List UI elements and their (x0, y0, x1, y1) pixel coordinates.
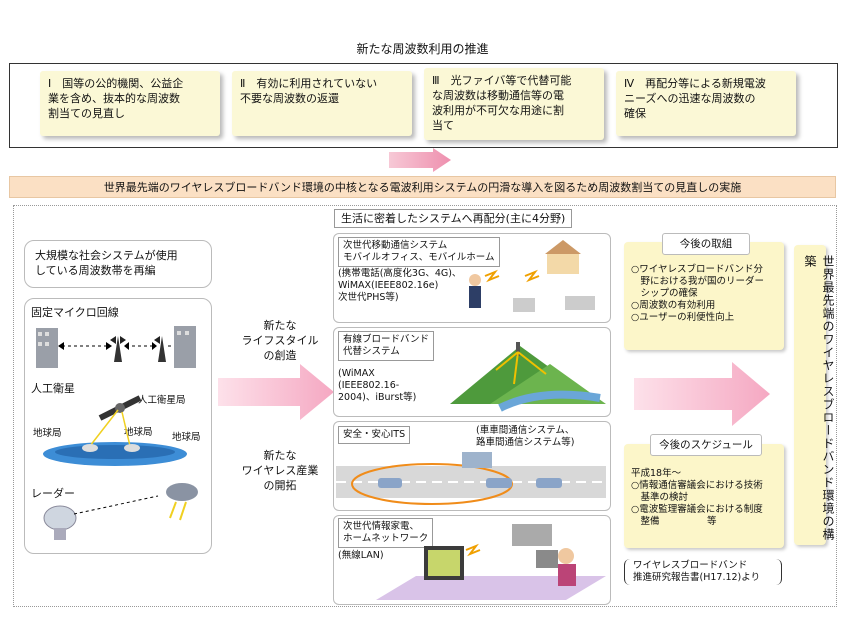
system-label: 次世代情報家電、 ホームネットワーク (338, 518, 434, 548)
policy-line: 不要な周波数の返還 (240, 92, 339, 105)
system-detail-line: 路車間通信システム等) (476, 437, 575, 448)
schedule-items: 平成18年～ ○情報通信審議会における技術 基準の検討 ○電波監理審議会における… (631, 468, 763, 528)
lifestyle-line: ライフスタイル (241, 334, 319, 347)
mobile-office-illustration-icon (469, 240, 595, 312)
industry-line: ワイヤレス産業 (241, 464, 319, 477)
system-detail-line: 次世代PHS等) (338, 292, 399, 303)
schedule-title: 今後のスケジュール (650, 434, 762, 456)
policy-card-2: Ⅱ 有効に利用されていない 不要な周波数の返還 (232, 71, 412, 136)
its-road-illustration-icon (336, 452, 606, 505)
system-detail: (携帯電話(高度化3G、4G)、 WiMAX(IEEE802.16e) 次世代P… (338, 268, 461, 304)
system-label-line: ホームネットワーク (343, 533, 429, 544)
schedule-box (624, 444, 784, 548)
system-label-line: モバイルオフィス、モバイルホーム (343, 252, 495, 263)
earth-station-label: 地球局 (33, 428, 62, 439)
system-detail: (無線LAN) (338, 550, 384, 561)
policy-line: 業を含め、抜本的な周波数 (48, 92, 180, 105)
lifestyle-line: の創造 (263, 349, 297, 362)
system-detail: (WiMAX (IEEE802.16- 2004)、iBurst等) (338, 368, 416, 404)
earth-station-label: 地球局 (124, 427, 153, 438)
policy-line: Ⅳ 再配分等による新規電波 (624, 77, 766, 90)
policy-line: Ⅰ 国等の公的機関、公益企 (48, 77, 184, 90)
policy-line: 確保 (624, 107, 646, 120)
future-item: 野における我が国のリーダー (631, 276, 765, 287)
microwave-towers-icon (36, 326, 196, 368)
reorg-text: している周波数帯を再編 (35, 264, 156, 277)
future-item: ○周波数の有効利用 (631, 300, 716, 311)
goal-text: 世界最先端のワイヤレスブロードバンド環境の構築 (803, 255, 835, 541)
home-network-illustration-icon (376, 524, 606, 600)
lifestyle-label: 新たな ライフスタイル の創造 (230, 318, 330, 363)
future-item: ○ワイヤレスブロードバンド分 (631, 264, 763, 275)
satellite-illustration-icon (43, 395, 187, 466)
system-detail-line: WiMAX(IEEE802.16e) (338, 280, 439, 291)
policy-line: な周波数は移動通信等の電 (432, 89, 564, 102)
schedule-item: 平成18年～ (631, 468, 682, 479)
industry-label: 新たな ワイヤレス産業 の開拓 (230, 448, 330, 493)
system-detail: (車車間通信システム、 路車間通信システム等) (476, 425, 574, 449)
future-item: ○ユーザーの利便性向上 (631, 312, 735, 323)
policy-line: 割当ての見直し (48, 107, 125, 120)
schedule-item: ○電波監理審議会における制度 (631, 504, 763, 515)
future-title: 今後の取組 (662, 233, 750, 255)
broadband-landscape-icon (450, 342, 606, 412)
lifestyle-line: 新たな (263, 319, 297, 332)
schedule-item: ○情報通信審議会における技術 (631, 480, 763, 491)
earth-station-label: 地球局 (172, 432, 201, 443)
system-label: 安全・安心ITS (338, 426, 411, 444)
realloc-title: 生活に密着したシステムへ再配分(主に4分野) (334, 209, 573, 228)
satellite-station-label: 人工衛星局 (138, 395, 186, 406)
satellite-label: 人工衛星 (31, 382, 75, 395)
system-label-line: 有線ブロードバンド (343, 334, 429, 345)
system-detail-line: (車車間通信システム、 (476, 425, 575, 436)
policy-card-3: Ⅲ 光ファイバ等で代替可能 な周波数は移動通信等の電 波利用が不可欠な用途に割 … (424, 68, 604, 140)
system-label-line: 次世代移動通信システム (343, 240, 448, 251)
system-label: 次世代移動通信システム モバイルオフィス、モバイルホーム (338, 237, 500, 267)
right-arrow-icon (218, 364, 334, 420)
system-detail-line: (IEEE802.16- (338, 380, 400, 391)
system-label-line: 代替システム (343, 346, 400, 357)
source-line: ワイヤレスブロードバンド (633, 560, 748, 571)
policy-card-1: Ⅰ 国等の公的機関、公益企 業を含め、抜本的な周波数 割当ての見直し (40, 71, 220, 136)
strategy-area (13, 205, 837, 607)
system-label-line: 次世代情報家電、 (343, 521, 420, 532)
policy-line: ニーズへの迅速な周波数の (624, 92, 756, 105)
radar-label: レーダー (31, 487, 75, 500)
reorg-box: 大規模な社会システムが使用 している周波数帯を再編 (24, 240, 212, 288)
schedule-item: 整備 等 (631, 516, 717, 527)
industry-line: 新たな (263, 449, 297, 462)
system-label: 有線ブロードバンド 代替システム (338, 331, 434, 361)
policy-card-4: Ⅳ 再配分等による新規電波 ニーズへの迅速な周波数の 確保 (616, 71, 796, 136)
goal-box: 世界最先端のワイヤレスブロードバンド環境の構築 (794, 245, 835, 545)
policy-line: Ⅱ 有効に利用されていない (240, 77, 378, 90)
system-detail-line: (携帯電話(高度化3G、4G)、 (338, 268, 462, 279)
policy-line: Ⅲ 光ファイバ等で代替可能 (432, 74, 572, 87)
future-initiatives-box (624, 242, 784, 350)
schedule-item: 基準の検討 (631, 492, 689, 503)
policy-banner: 世界最先端のワイヤレスブロードバンド環境の中核となる電波利用システムの円滑な導入… (9, 176, 836, 198)
source-note: ワイヤレスブロードバンド 推進研究報告書(H17.12)より (624, 559, 782, 585)
policy-line: 波利用が不可欠な用途に割 (432, 104, 564, 117)
reorg-text: 大規模な社会システムが使用 (35, 249, 178, 262)
page-title: 新たな周波数利用の推進 (356, 42, 489, 56)
source-line: 推進研究報告書(H17.12)より (633, 572, 761, 583)
down-arrow-icon (389, 148, 451, 172)
right-arrow-icon (634, 362, 770, 426)
system-detail-line: 2004)、iBurst等) (338, 392, 417, 403)
microwave-label: 固定マイクロ回線 (31, 306, 119, 319)
system-detail-line: (WiMAX (338, 368, 375, 379)
policy-line: 当て (432, 119, 454, 132)
future-item: シップの確保 (631, 288, 698, 299)
industry-line: の開拓 (263, 479, 297, 492)
future-items: ○ワイヤレスブロードバンド分 野における我が国のリーダー シップの確保 ○周波数… (631, 264, 764, 324)
radar-illustration-icon (43, 483, 198, 540)
